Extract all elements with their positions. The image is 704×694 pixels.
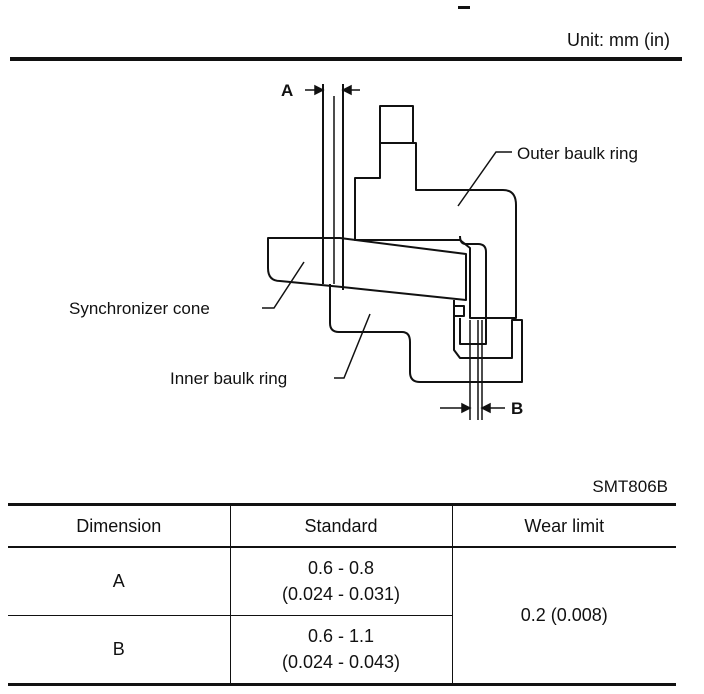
standard-in: (0.024 - 0.031) (281, 584, 401, 605)
dimension-cell: A (8, 546, 231, 616)
standard-cell: 0.6 - 1.1 (0.024 - 0.043) (229, 614, 452, 687)
top-rule (10, 57, 682, 61)
standard-cell: 0.6 - 0.8 (0.024 - 0.031) (229, 546, 453, 616)
dimension-cell: B (8, 614, 231, 687)
table-row: B 0.6 - 1.1 (0.024 - 0.043) (8, 614, 676, 687)
table-header-row: Dimension Standard Wear limit (8, 503, 676, 548)
figure-code: SMT806B (592, 477, 668, 496)
standard-mm: 0.6 - 0.8 (307, 558, 375, 579)
spec-table: Dimension Standard Wear limit A 0.6 - 0.… (8, 503, 676, 687)
standard-mm: 0.6 - 1.1 (307, 626, 375, 647)
wear-limit-cell: 0.2 (0.008) (451, 546, 676, 686)
unit-label: Unit: mm (in) (567, 30, 670, 50)
dimension-b-label: B (511, 399, 523, 418)
outer-baulk-ring-label: Outer baulk ring (517, 144, 638, 163)
inner-baulk-ring-shape (329, 284, 523, 383)
header-standard: Standard (229, 503, 453, 548)
header-dimension: Dimension (8, 503, 231, 548)
header-mark (458, 6, 470, 9)
baulk-ring-diagram: A B Outer baulk ring Synchronizer cone I… (69, 81, 638, 420)
synchronizer-cone-label: Synchronizer cone (69, 299, 210, 318)
inner-baulk-ring-label: Inner baulk ring (170, 369, 287, 388)
standard-in: (0.024 - 0.043) (281, 652, 401, 673)
header-wear-limit: Wear limit (451, 503, 676, 548)
table-row: A 0.6 - 0.8 (0.024 - 0.031) 0.2 (0.008) (8, 546, 676, 686)
synchronizer-cone-shape (267, 237, 467, 301)
outer-baulk-ring-shape (354, 105, 517, 319)
dimension-a-label: A (281, 81, 293, 100)
